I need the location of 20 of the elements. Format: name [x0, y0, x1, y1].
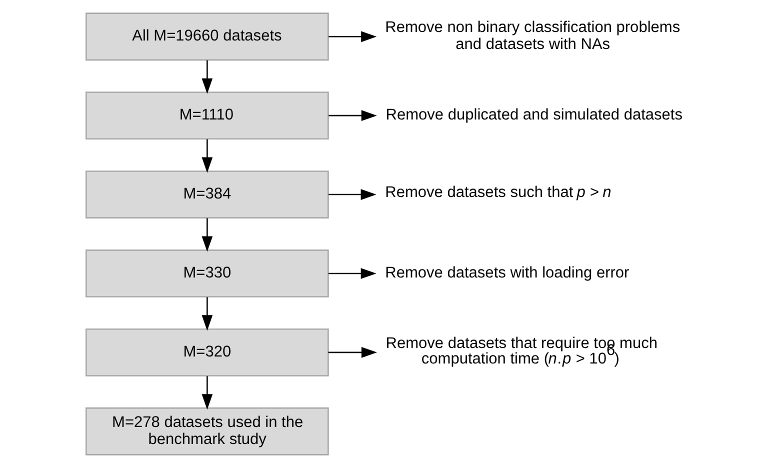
- arrow: [328, 346, 376, 358]
- arrow: [328, 189, 376, 200]
- arrow: [201, 376, 212, 410]
- arrow: [201, 139, 212, 173]
- node-box: All M=19660 datasets: [85, 12, 328, 61]
- node-text: Remove datasets such that p > n: [384, 184, 611, 202]
- node-text: Remove non binary classification problems and datasets with NAs: [384, 19, 680, 54]
- arrow: [328, 110, 376, 122]
- arrow: [328, 31, 376, 42]
- arrow: [201, 297, 212, 331]
- node-box: M=330: [85, 250, 328, 298]
- node-text: Remove duplicated and simulated datasets: [385, 106, 682, 124]
- node-box: M=278 datasets used in the benchmark study: [85, 407, 328, 456]
- node-box: M=320: [85, 328, 328, 376]
- node-text: Remove datasets with loading error: [384, 264, 629, 282]
- arrow: [201, 218, 212, 252]
- arrow: [201, 60, 212, 94]
- node-box: M=384: [85, 170, 328, 218]
- arrow: [328, 268, 376, 279]
- node-box: M=1110: [85, 92, 328, 140]
